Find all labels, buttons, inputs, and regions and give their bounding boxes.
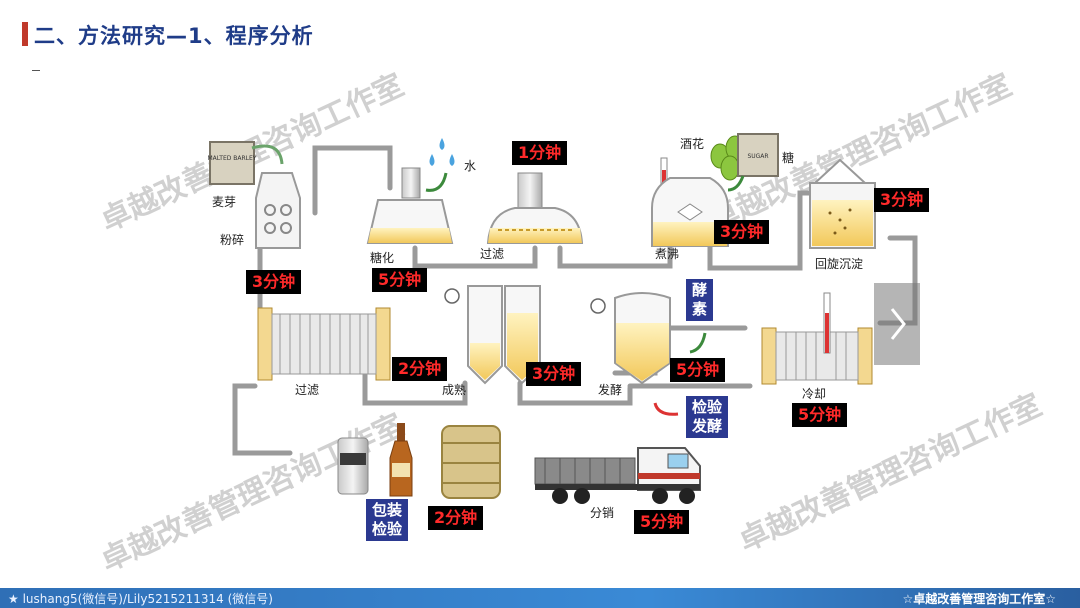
- label-distribute: 分销: [590, 506, 614, 520]
- label-whirlpool: 回旋沉淀: [815, 257, 863, 271]
- label-filter: 过滤: [295, 383, 319, 397]
- beer-bottle: [389, 423, 413, 497]
- brewing-process-diagram: MALTED BARLEY SUGAR: [208, 133, 918, 520]
- time-badge-crush: 3分钟: [246, 270, 302, 294]
- time-badge-lauter: 1分钟: [512, 141, 568, 165]
- label-boil: 煮沸: [655, 247, 679, 261]
- footer-bar: ★ lushang5(微信号)/Lily5215211314 (微信号) ☆卓越…: [0, 588, 1080, 608]
- label-water: 水: [464, 159, 476, 173]
- label-ferment: 发酵: [598, 382, 622, 397]
- time-badge-mash: 5分钟: [372, 268, 428, 292]
- lauter-tun: [486, 172, 584, 244]
- label-mash: 糖化: [370, 250, 394, 265]
- label-lauter: 过滤: [480, 247, 504, 261]
- beer-keg: [441, 425, 501, 499]
- chevron-right-icon: [890, 308, 906, 340]
- sugar-bag-label: SUGAR: [747, 153, 768, 160]
- label-hops: 酒花: [680, 136, 704, 151]
- time-badge-distribute: 5分钟: [634, 510, 690, 534]
- boil-kettle: [651, 177, 729, 247]
- label-malt: 麦芽: [212, 195, 236, 209]
- label-cool: 冷却: [802, 387, 826, 401]
- footer-brand: ☆卓越改善管理咨询工作室☆: [902, 592, 1056, 606]
- time-badge-ferment: 5分钟: [670, 358, 726, 382]
- mash-tun: [366, 167, 454, 244]
- water-drops: [429, 138, 455, 166]
- malt-bag: MALTED BARLEY: [208, 141, 257, 185]
- time-badge-whirlpool: 3分钟: [874, 188, 930, 212]
- malt-bag-label: MALTED BARLEY: [208, 155, 257, 162]
- cooler: [761, 292, 873, 385]
- time-badge-mature: 3分钟: [526, 362, 582, 386]
- label-sugar: 糖: [782, 150, 794, 165]
- time-badge-package: 2分钟: [428, 506, 484, 530]
- label-mature: 成熟: [442, 382, 466, 397]
- title-accent-bar: [22, 22, 28, 46]
- note-package-inspect: 包装 检验: [366, 499, 409, 541]
- note-enzyme: 酵 素: [686, 279, 714, 321]
- time-badge-cool: 5分钟: [792, 403, 848, 427]
- note-inspect-ferment: 检验 发酵: [686, 396, 729, 438]
- filter-press: [257, 307, 391, 381]
- footer-contact-text: lushang5(微信号)/Lily5215211314 (微信号): [22, 592, 273, 606]
- sugar-bag: SUGAR: [737, 133, 779, 177]
- small-dash: [32, 70, 40, 71]
- fermentation-tank: [614, 292, 671, 385]
- time-badge-filter: 2分钟: [392, 357, 448, 381]
- crusher: [255, 172, 301, 249]
- beer-can: [337, 437, 369, 495]
- delivery-truck: [534, 447, 701, 504]
- time-badge-boil: 3分钟: [714, 220, 770, 244]
- next-slide-button[interactable]: [874, 283, 920, 365]
- whirlpool-tank: [809, 158, 876, 249]
- label-crush: 粉碎: [220, 232, 244, 247]
- footer-contact: ★ lushang5(微信号)/Lily5215211314 (微信号): [8, 592, 273, 606]
- slide-title: 二、方法研究—1、程序分析: [34, 24, 314, 48]
